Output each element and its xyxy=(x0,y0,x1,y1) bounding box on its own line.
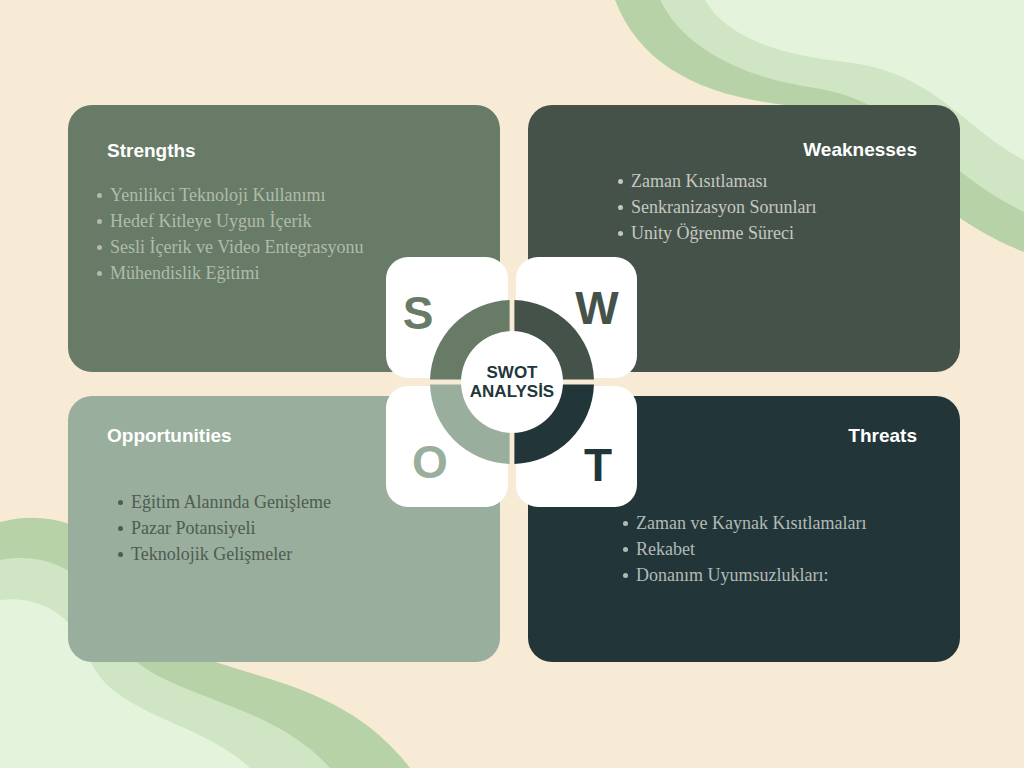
list-item: Eğitim Alanında Genişleme xyxy=(118,489,331,515)
bullet-dot xyxy=(97,271,102,276)
quadrant-letter: S xyxy=(403,288,434,338)
item-text: Sesli İçerik ve Video Entegrasyonu xyxy=(110,234,364,260)
item-text: Hedef Kitleye Uygun İçerik xyxy=(110,208,311,234)
item-text: Mühendislik Eğitimi xyxy=(110,260,260,286)
bullet-dot xyxy=(97,219,102,224)
item-list: Zaman ve Kaynak KısıtlamalarıRekabetDona… xyxy=(623,510,866,588)
bullet-dot xyxy=(97,193,102,198)
list-item: Sesli İçerik ve Video Entegrasyonu xyxy=(97,234,364,260)
bullet-dot xyxy=(623,547,628,552)
item-text: Donanım Uyumsuzlukları: xyxy=(636,562,828,588)
section-heading: Opportunities xyxy=(107,425,232,447)
center-circle: SWOT ANALYSİS xyxy=(430,300,594,464)
list-item: Mühendislik Eğitimi xyxy=(97,260,364,286)
list-item: Rekabet xyxy=(623,536,866,562)
section-heading: Strengths xyxy=(107,140,196,162)
bullet-dot xyxy=(97,245,102,250)
item-text: Zaman ve Kaynak Kısıtlamaları xyxy=(636,510,866,536)
bullet-dot xyxy=(118,552,123,557)
item-list: Zaman KısıtlamasıSenkranizasyon Sorunlar… xyxy=(618,168,816,246)
center-disc xyxy=(461,331,563,433)
list-item: Yenilikci Teknoloji Kullanımı xyxy=(97,182,364,208)
quadrant-letter: T xyxy=(584,440,612,490)
bullet-dot xyxy=(618,231,623,236)
item-text: Senkranizasyon Sorunları xyxy=(631,194,816,220)
bullet-dot xyxy=(623,521,628,526)
list-item: Hedef Kitleye Uygun İçerik xyxy=(97,208,364,234)
quadrant-letter: O xyxy=(412,437,448,487)
center-title: SWOT ANALYSİS xyxy=(463,363,561,401)
item-text: Rekabet xyxy=(636,536,695,562)
section-heading: Threats xyxy=(848,425,917,447)
section-heading: Weaknesses xyxy=(803,139,917,161)
item-list: Yenilikci Teknoloji KullanımıHedef Kitle… xyxy=(97,182,364,286)
quadrant-letter: W xyxy=(575,283,618,333)
list-item: Unity Öğrenme Süreci xyxy=(618,220,816,246)
list-item: Pazar Potansiyeli xyxy=(118,515,331,541)
item-text: Yenilikci Teknoloji Kullanımı xyxy=(110,182,326,208)
bullet-dot xyxy=(618,179,623,184)
list-item: Senkranizasyon Sorunları xyxy=(618,194,816,220)
item-text: Teknolojik Gelişmeler xyxy=(131,541,292,567)
item-list: Eğitim Alanında GenişlemePazar Potansiye… xyxy=(118,489,331,567)
item-text: Zaman Kısıtlaması xyxy=(631,168,767,194)
list-item: Teknolojik Gelişmeler xyxy=(118,541,331,567)
list-item: Zaman ve Kaynak Kısıtlamaları xyxy=(623,510,866,536)
item-text: Pazar Potansiyeli xyxy=(131,515,255,541)
item-text: Unity Öğrenme Süreci xyxy=(631,220,794,246)
bullet-dot xyxy=(118,500,123,505)
bullet-dot xyxy=(118,526,123,531)
list-item: Zaman Kısıtlaması xyxy=(618,168,816,194)
bullet-dot xyxy=(618,205,623,210)
list-item: Donanım Uyumsuzlukları: xyxy=(623,562,866,588)
item-text: Eğitim Alanında Genişleme xyxy=(131,489,331,515)
bullet-dot xyxy=(623,573,628,578)
